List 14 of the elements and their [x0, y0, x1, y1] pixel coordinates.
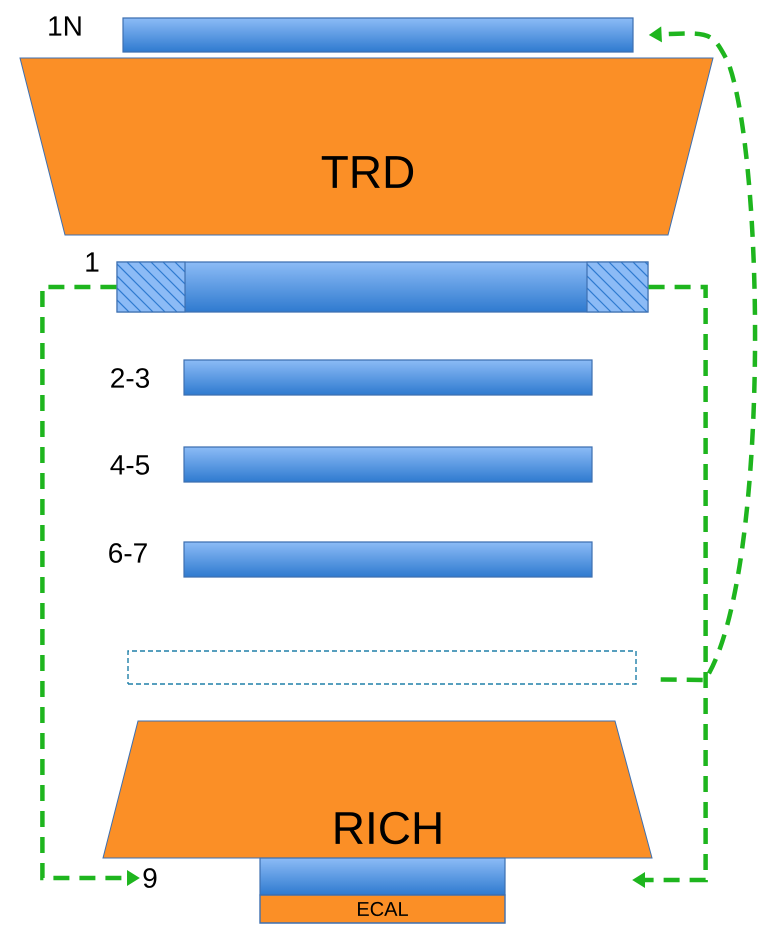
empty-layer-slot [127, 650, 637, 685]
detector-layer-bar [183, 359, 593, 396]
layer-number: 9 [144, 868, 156, 888]
detector-layer-bar [122, 17, 634, 53]
calorimeter-box: ECAL [259, 894, 506, 924]
layer-number: 1 [86, 252, 98, 272]
detector-layer-bar [116, 261, 649, 313]
detector-layer-bar [259, 857, 506, 896]
detector-layer-bar [183, 541, 593, 578]
layer-number: 2-3 [111, 368, 149, 388]
layer-number: 6-7 [109, 543, 147, 563]
layer-number: 4-5 [110, 455, 150, 475]
detector-layer-bar [183, 446, 593, 483]
layer-number: 1N [49, 16, 81, 36]
